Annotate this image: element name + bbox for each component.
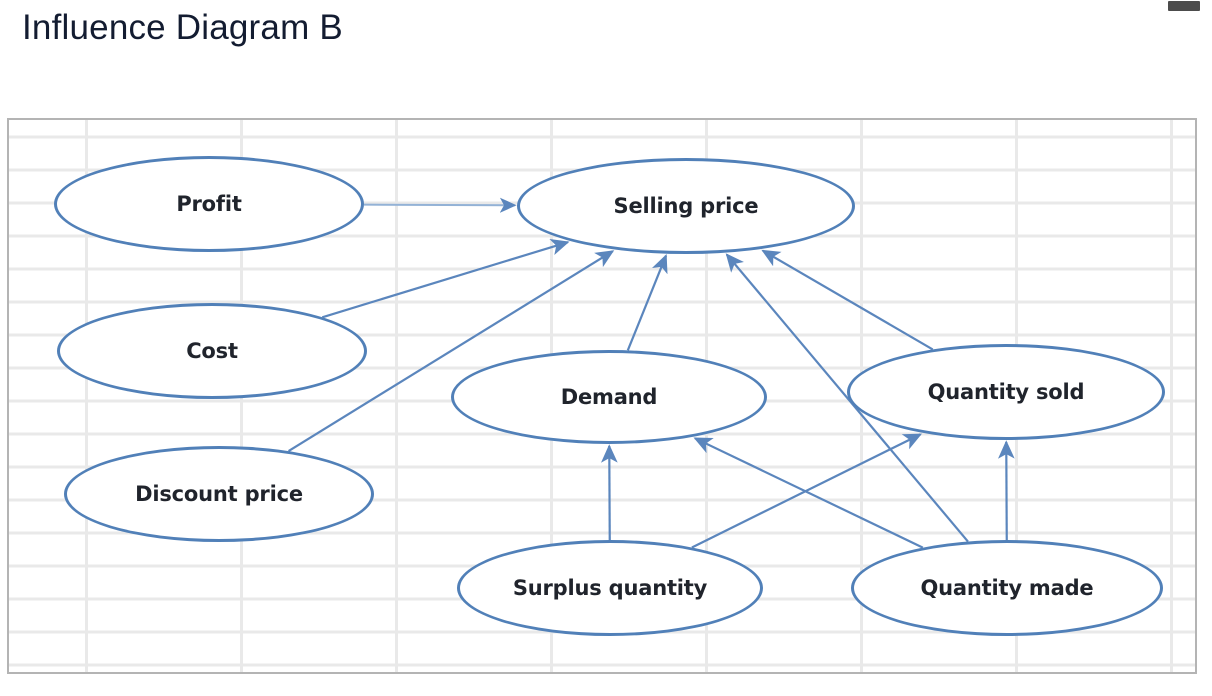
window-control-bar[interactable] (1168, 1, 1200, 11)
node-label: Profit (176, 191, 242, 216)
node-surplus[interactable]: Surplus quantity (457, 540, 763, 636)
node-label: Discount price (135, 481, 303, 506)
edge-profit-to-selling-price[interactable] (363, 197, 517, 213)
node-profit[interactable]: Profit (54, 156, 364, 252)
node-label: Quantity made (920, 575, 1094, 600)
node-selling-price[interactable]: Selling price (517, 158, 855, 254)
edge-discount-price-to-selling-price[interactable] (287, 250, 615, 453)
edge-surplus-to-quantity-sold[interactable] (691, 433, 923, 549)
node-label: Surplus quantity (512, 575, 708, 600)
node-demand[interactable]: Demand (451, 350, 767, 444)
node-label: Quantity sold (927, 379, 1085, 404)
edge-quantity-made-to-demand[interactable] (693, 437, 924, 549)
node-cost[interactable]: Cost (57, 303, 367, 399)
node-label: Selling price (613, 193, 759, 218)
node-quantity-made[interactable]: Quantity made (851, 540, 1163, 636)
page-title: Influence Diagram B (22, 8, 343, 47)
edge-quantity-made-to-quantity-sold[interactable] (997, 440, 1015, 541)
edge-cost-to-selling-price[interactable] (321, 239, 570, 319)
node-label: Demand (560, 384, 658, 409)
edge-quantity-sold-to-selling-price[interactable] (761, 249, 934, 351)
node-quantity-sold[interactable]: Quantity sold (847, 344, 1165, 440)
edge-demand-to-selling-price[interactable] (626, 254, 668, 351)
node-label: Cost (186, 338, 238, 363)
node-discount-price[interactable]: Discount price (64, 446, 374, 542)
